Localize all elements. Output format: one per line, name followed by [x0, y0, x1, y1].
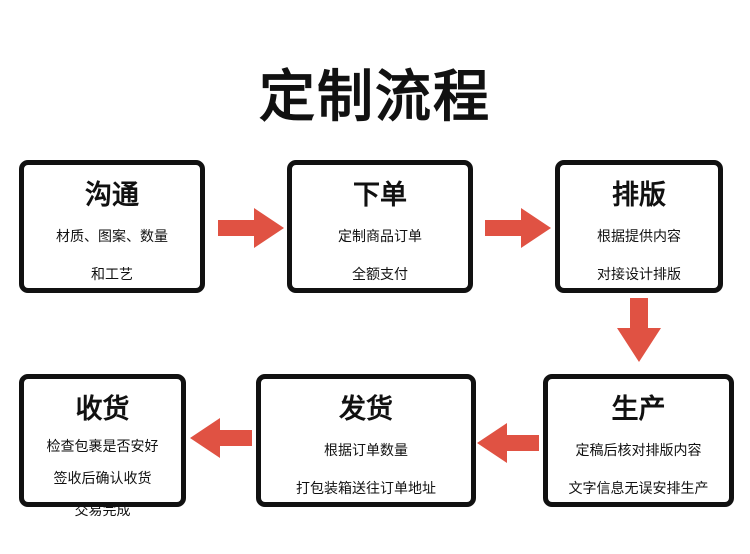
- step-description-line: 检查包裹是否安好: [46, 439, 159, 455]
- step-name: 下单: [353, 180, 407, 211]
- step-ship: 发货 根据订单数量 打包装箱送往订单地址: [256, 374, 476, 507]
- step-name: 发货: [339, 394, 393, 425]
- step-layout: 排版 根据提供内容 对接设计排版: [555, 160, 723, 293]
- step-description-line: 打包装箱送往订单地址: [296, 481, 436, 497]
- step-name: 收货: [75, 394, 130, 425]
- step-production: 生产 定稿后核对排版内容 文字信息无误安排生产: [543, 374, 734, 507]
- step-description-line: 根据提供内容: [597, 229, 681, 245]
- step-description-line: 全额支付: [352, 267, 408, 283]
- step-description-line: 根据订单数量: [324, 443, 408, 459]
- step-description-line: 和工艺: [91, 267, 133, 283]
- right-arrow-icon: [485, 208, 551, 248]
- step-description-line: 交易完成: [74, 503, 131, 519]
- step-description-line: 材质、图案、数量: [56, 229, 168, 245]
- step-description-line: 定制商品订单: [338, 229, 422, 245]
- step-description-line: 签收后确认收货: [53, 471, 152, 487]
- step-name: 沟通: [85, 180, 139, 211]
- step-description-line: 文字信息无误安排生产: [568, 481, 709, 497]
- step-communicate: 沟通 材质、图案、数量 和工艺: [19, 160, 205, 293]
- right-arrow-icon: [218, 208, 284, 248]
- left-arrow-icon: [190, 418, 252, 458]
- down-arrow-icon: [617, 298, 661, 362]
- step-receive: 收货 检查包裹是否安好 签收后确认收货 交易完成: [19, 374, 186, 519]
- step-order: 下单 定制商品订单 全额支付: [287, 160, 473, 293]
- step-name: 生产: [611, 394, 666, 425]
- step-name: 排版: [612, 180, 666, 211]
- step-description-line: 对接设计排版: [597, 267, 681, 283]
- left-arrow-icon: [477, 423, 539, 463]
- step-description-line: 定稿后核对排版内容: [575, 443, 702, 459]
- page-title: 定制流程: [259, 65, 491, 130]
